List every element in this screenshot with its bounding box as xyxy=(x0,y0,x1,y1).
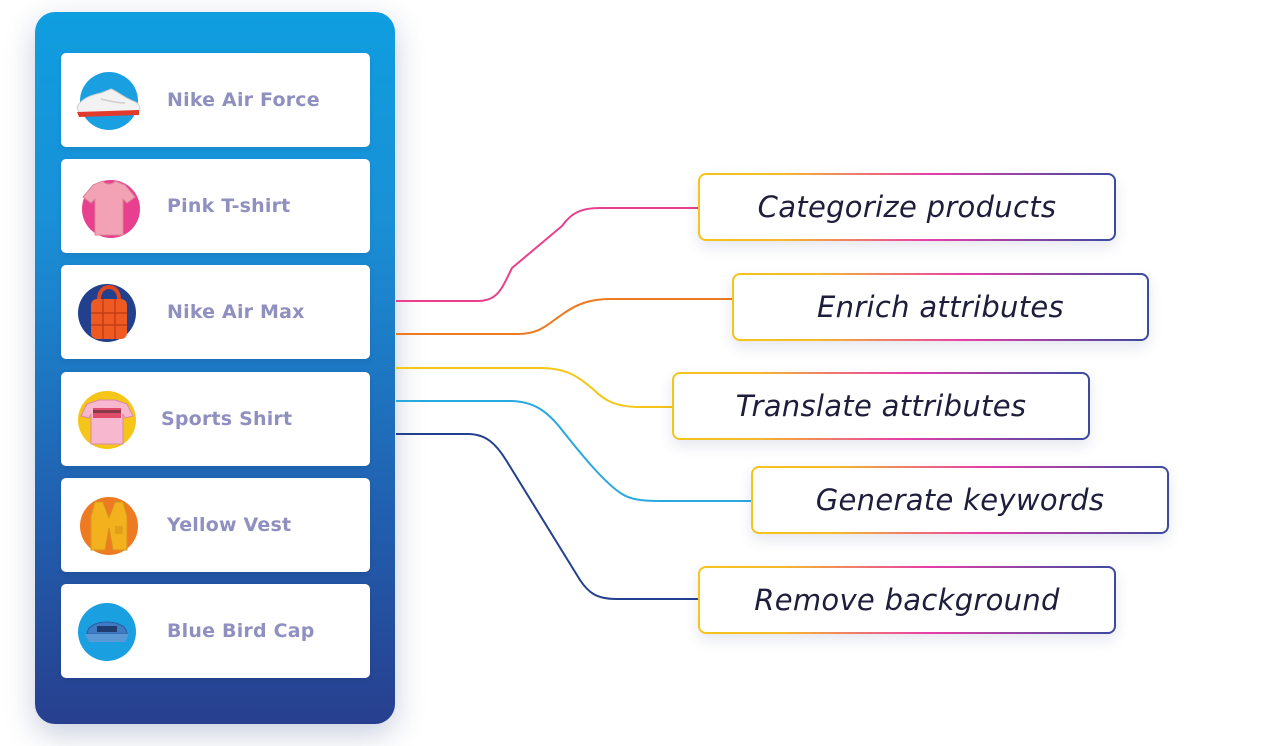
product-label: Pink T-shirt xyxy=(167,195,291,217)
cap-icon xyxy=(78,603,136,661)
sneaker-icon xyxy=(76,72,141,130)
action-enrich-attributes[interactable]: Enrich attributes xyxy=(732,273,1149,341)
product-label: Nike Air Max xyxy=(167,301,305,323)
product-thumbnail xyxy=(78,283,139,343)
action-translate-attributes[interactable]: Translate attributes xyxy=(672,372,1090,440)
product-card-sports-shirt[interactable]: Sports Shirt xyxy=(61,372,370,466)
action-label: Remove background xyxy=(754,583,1060,617)
product-card-nike-air-force[interactable]: Nike Air Force xyxy=(61,53,370,147)
product-card-nike-air-max[interactable]: Nike Air Max xyxy=(61,265,370,359)
product-thumbnail xyxy=(78,602,139,662)
connector-translate xyxy=(396,367,674,408)
tshirt-icon xyxy=(82,180,140,238)
product-thumbnail xyxy=(76,71,141,131)
action-label: Categorize products xyxy=(757,190,1057,224)
action-remove-background[interactable]: Remove background xyxy=(698,566,1116,634)
vest-icon xyxy=(80,497,138,555)
product-card-blue-bird-cap[interactable]: Blue Bird Cap xyxy=(61,584,370,678)
action-categorize-products[interactable]: Categorize products xyxy=(698,173,1116,241)
product-card-yellow-vest[interactable]: Yellow Vest xyxy=(61,478,370,572)
product-card-pink-tshirt[interactable]: Pink T-shirt xyxy=(61,159,370,253)
product-thumbnail xyxy=(78,390,139,450)
connector-categorize xyxy=(396,207,699,302)
product-label: Sports Shirt xyxy=(161,408,293,430)
action-label: Enrich attributes xyxy=(817,290,1064,324)
connector-enrich xyxy=(396,298,733,335)
bag-icon xyxy=(78,284,136,342)
product-label: Blue Bird Cap xyxy=(167,620,315,642)
product-thumbnail xyxy=(79,177,140,238)
action-generate-keywords[interactable]: Generate keywords xyxy=(751,466,1169,534)
action-label: Generate keywords xyxy=(815,483,1105,517)
connector-remove xyxy=(396,433,699,600)
product-label: Nike Air Force xyxy=(167,89,320,111)
sports-shirt-icon xyxy=(78,391,136,449)
action-label: Translate attributes xyxy=(735,389,1027,423)
product-label: Yellow Vest xyxy=(167,514,292,536)
product-thumbnail xyxy=(79,496,139,556)
